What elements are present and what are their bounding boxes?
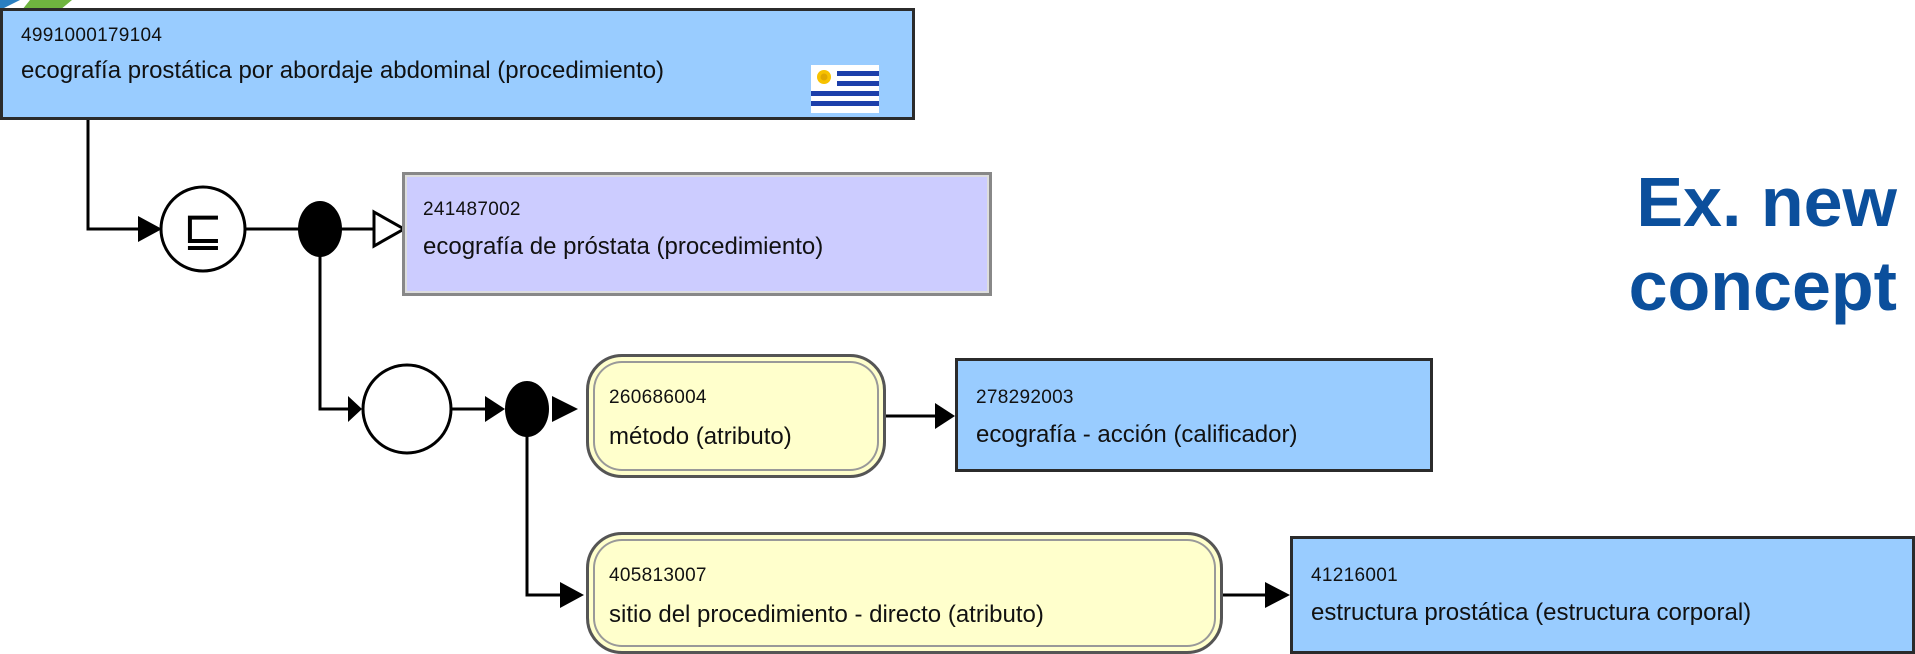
parent-concept-id: 241487002 — [423, 199, 521, 220]
attribute-group-circle — [361, 363, 453, 455]
slide-title-line-1: Ex. new — [1636, 163, 1897, 241]
parent-concept-box[interactable]: 241487002 ecografía de próstata (procedi… — [402, 172, 992, 296]
attribute-box-method[interactable]: 260686004 método (atributo) — [586, 354, 886, 478]
definition-status-circle — [159, 185, 247, 273]
value-concept-id: 278292003 — [976, 387, 1074, 408]
slide-title: Ex. new concept — [1477, 160, 1897, 328]
slide-title-line-2: concept — [1628, 247, 1897, 325]
uruguay-flag-icon — [811, 65, 879, 113]
attribute-term: método (atributo) — [609, 423, 792, 450]
root-concept-box[interactable]: 4991000179104 ecografía prostática por a… — [0, 8, 915, 120]
parent-concept-term: ecografía de próstata (procedimiento) — [423, 233, 824, 260]
attribute-term: sitio del procedimiento - directo (atrib… — [609, 601, 1044, 628]
attribute-box-site[interactable]: 405813007 sitio del procedimiento - dire… — [586, 532, 1223, 654]
value-concept-id: 41216001 — [1311, 565, 1398, 586]
attribute-conjunction-dot — [505, 381, 549, 437]
root-concept-id: 4991000179104 — [21, 25, 163, 46]
root-concept-term: ecografía prostática por abordaje abdomi… — [21, 57, 665, 84]
value-concept-term: ecografía - acción (calificador) — [976, 421, 1298, 448]
value-concept-box-site[interactable]: 41216001 estructura prostática (estructu… — [1290, 536, 1915, 654]
value-concept-term: estructura prostática (estructura corpor… — [1311, 599, 1752, 626]
attribute-id: 405813007 — [609, 565, 707, 586]
attribute-id: 260686004 — [609, 387, 707, 408]
value-concept-box-method[interactable]: 278292003 ecografía - acción (calificado… — [955, 358, 1433, 472]
logo-corner-icon — [0, 0, 72, 10]
conjunction-dot — [298, 201, 342, 257]
subsumption-symbol: ⊑ — [183, 202, 223, 258]
